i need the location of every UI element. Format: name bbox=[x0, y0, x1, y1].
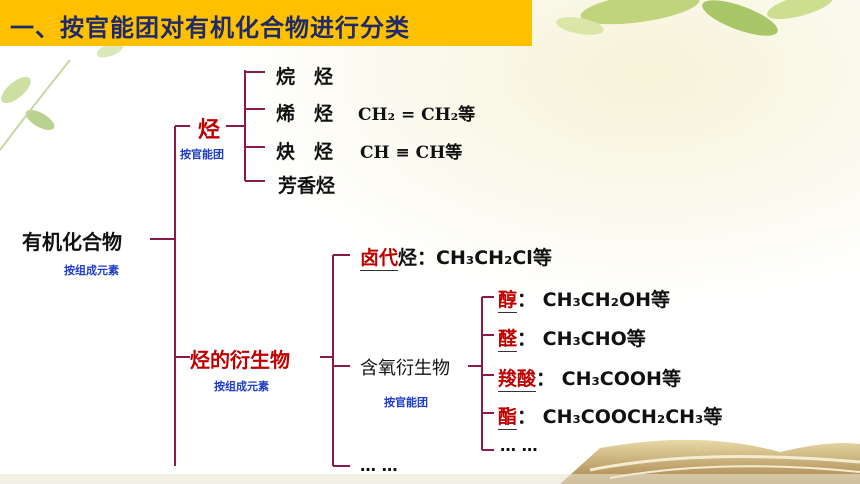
alcohol-blank: 醇 bbox=[498, 289, 518, 313]
aldehyde-row: 醛： CH₃CHO等 bbox=[498, 324, 646, 352]
derivative-more: … … bbox=[360, 456, 398, 475]
ester-formula: ： CH₃COOCH₂CH₃等 bbox=[517, 406, 723, 428]
carboxylic-acid-row: 羧酸： CH₃COOH等 bbox=[498, 364, 681, 392]
oxygen-note: 按官能团 bbox=[384, 396, 428, 409]
ester-row: 酯： CH₃COOCH₂CH₃等 bbox=[498, 402, 723, 430]
hydrocarbon-note: 按官能团 bbox=[180, 148, 224, 161]
halo-blank: 卤代 bbox=[360, 247, 399, 271]
title-bar: 一、按官能团对有机化合物进行分类 bbox=[0, 0, 532, 46]
book-image bbox=[560, 439, 860, 484]
alkyne-label: 炔 烃 bbox=[276, 141, 334, 163]
aromatic-label: 芳香烃 bbox=[278, 175, 336, 197]
aldehyde-formula: ： CH₃CHO等 bbox=[517, 328, 646, 350]
page-title: 一、按官能团对有机化合物进行分类 bbox=[10, 14, 410, 42]
alcohol-formula: ： CH₃CH₂OH等 bbox=[517, 289, 671, 311]
alkene-formula: CH₂ = CH₂等 bbox=[358, 105, 476, 125]
leaves-left bbox=[0, 42, 124, 151]
alkyne-formula: CH ≡ CH等 bbox=[360, 143, 463, 163]
alkene-label: 烯 烃 bbox=[276, 103, 334, 125]
root-label: 有机化合物 bbox=[22, 230, 122, 254]
alcohol-row: 醇： CH₃CH₂OH等 bbox=[498, 285, 671, 313]
derivative-note: 按组成元素 bbox=[214, 380, 269, 393]
leaves-top-right bbox=[556, 0, 833, 36]
carboxylic-acid-formula: ： CH₃COOH等 bbox=[536, 368, 681, 390]
root-note: 按组成元素 bbox=[64, 264, 119, 277]
derivative-label: 烃的衍生物 bbox=[190, 348, 290, 372]
carboxylic-acid-blank: 羧酸 bbox=[498, 368, 537, 392]
ester-blank: 酯 bbox=[498, 406, 518, 430]
halo-rest: 烃： bbox=[398, 247, 437, 269]
oxygen-more: … … bbox=[500, 436, 538, 455]
hydrocarbon-label: 烃 bbox=[198, 118, 221, 143]
alkane-label: 烷 烃 bbox=[276, 66, 334, 88]
halo-formula: CH₃CH₂Cl等 bbox=[436, 247, 552, 269]
aldehyde-blank: 醛 bbox=[498, 328, 518, 352]
oxygen-label: 含氧衍生物 bbox=[360, 358, 450, 379]
halo-row: 卤代烃：CH₃CH₂Cl等 bbox=[360, 243, 552, 271]
